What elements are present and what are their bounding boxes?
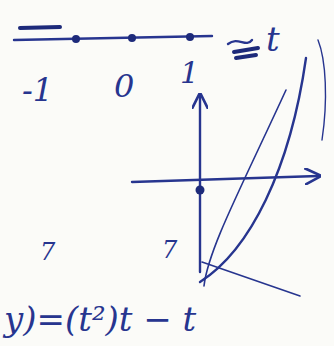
variable-label: t — [266, 22, 280, 56]
y-axis — [199, 96, 201, 272]
stroke — [318, 40, 325, 140]
point — [72, 35, 80, 43]
curve — [204, 90, 286, 286]
tick-label: 0 — [114, 70, 134, 102]
tick-label: -1 — [22, 74, 53, 106]
scribble — [20, 27, 60, 28]
number-label: 7 — [162, 238, 177, 262]
number-line-end — [228, 40, 252, 44]
x-axis — [132, 176, 318, 182]
point — [128, 34, 136, 42]
number-label: 7 — [40, 240, 55, 264]
tick-label: 1 — [180, 58, 199, 88]
origin-point — [196, 186, 205, 195]
curve — [200, 58, 306, 282]
equation: y)=(t²)t − t — [4, 302, 196, 336]
scribble — [234, 48, 258, 58]
tangent-line — [202, 262, 300, 296]
number-line — [14, 36, 212, 40]
point — [186, 33, 194, 41]
